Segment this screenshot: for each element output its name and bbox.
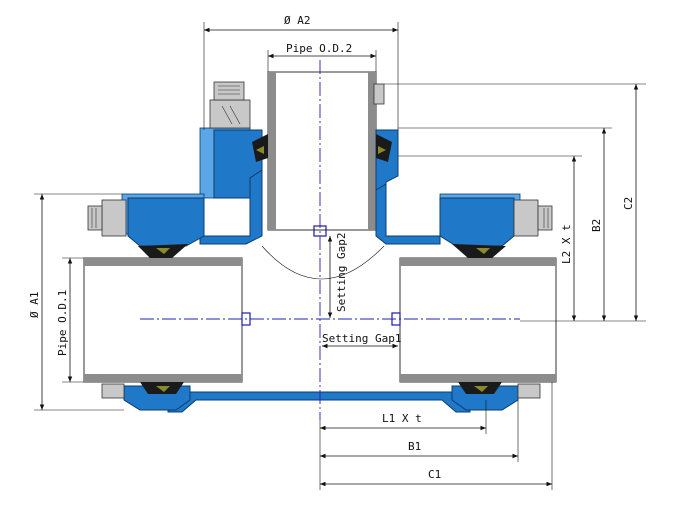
branch-pipe	[267, 71, 377, 231]
tee-body-bottom	[167, 391, 471, 413]
dim-setting-gap2: Setting Gap2	[327, 233, 348, 318]
dim-setting-gap1: Setting Gap1	[322, 332, 401, 349]
gap2-marker	[313, 225, 327, 237]
pipe-od1-label: Pipe O.D.1	[56, 290, 69, 356]
run-clamp-left-lower	[101, 382, 191, 411]
a2-label: Ø A2	[284, 14, 311, 27]
setting-gap2-label: Setting Gap2	[335, 233, 348, 312]
gap1-marker-left	[241, 312, 251, 326]
dim-b1: B1	[320, 400, 519, 462]
dim-a1: Ø A1	[28, 193, 124, 411]
run-pipe-right	[399, 257, 557, 383]
dim-c2: C2	[384, 83, 646, 322]
l2-label: L2 X t	[560, 224, 573, 264]
run-clamp-right-upper	[439, 193, 553, 258]
run-pipe-left	[83, 257, 243, 383]
c2-label: C2	[622, 197, 635, 210]
dim-pipe-od2: Pipe O.D.2	[267, 42, 377, 72]
a1-label: Ø A1	[28, 292, 41, 319]
setting-gap1-label: Setting Gap1	[322, 332, 401, 345]
dim-c1: C1	[319, 382, 553, 490]
dim-l1: L1 X t	[320, 400, 487, 434]
run-clamp-right-lower	[451, 382, 541, 411]
dim-b2: B2	[398, 127, 612, 321]
b1-label: B1	[408, 440, 421, 453]
run-clamp-left-upper	[87, 193, 205, 258]
tee-body-branch	[199, 169, 441, 245]
l1-label: L1 X t	[382, 412, 422, 425]
pipe-od2-label: Pipe O.D.2	[286, 42, 352, 55]
branch-clamp-right	[373, 83, 399, 197]
gap-curve	[261, 245, 385, 280]
b2-label: B2	[590, 219, 603, 232]
dim-l2: L2 X t	[398, 155, 582, 321]
dim-a2: Ø A2	[203, 14, 399, 130]
c1-label: C1	[428, 468, 441, 481]
gap1-marker-right	[391, 312, 401, 326]
dim-pipe-od1: Pipe O.D.1	[56, 257, 84, 383]
